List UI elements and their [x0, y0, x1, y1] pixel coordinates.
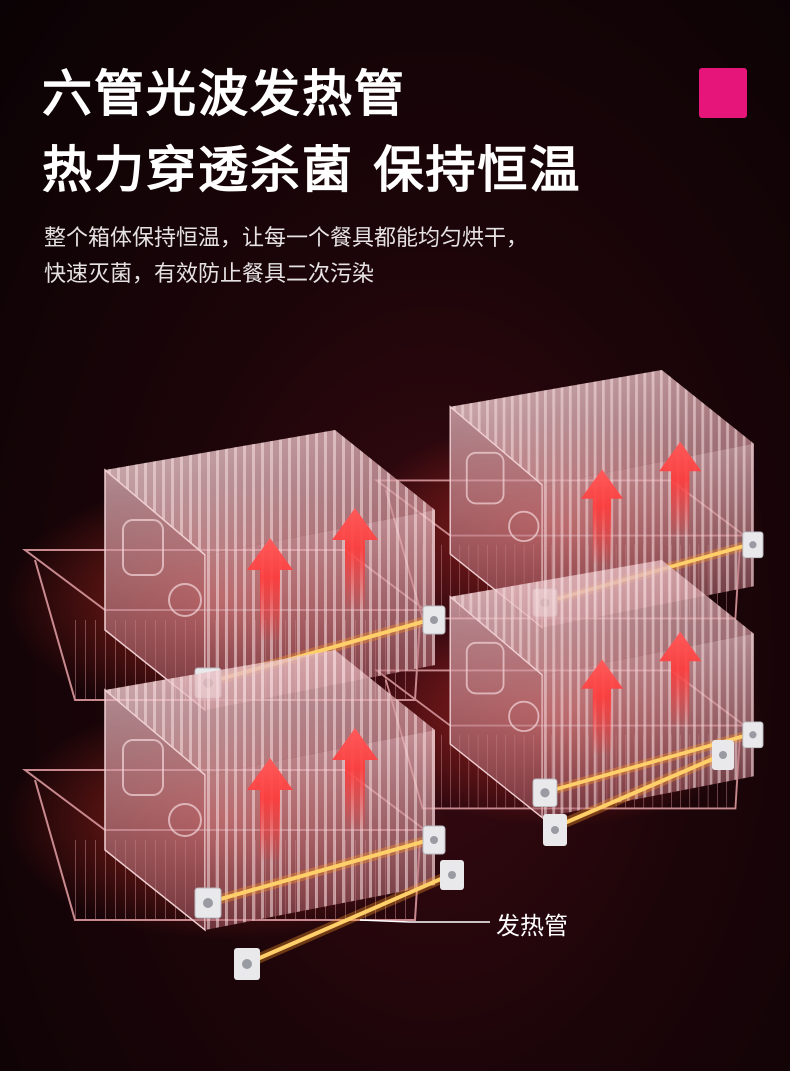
headline-line-2: 热力穿透杀菌 保持恒温: [42, 141, 582, 199]
dish-rack-illustration: [0, 330, 790, 980]
description-line-2: 快速灭菌，有效防止餐具二次污染: [44, 262, 375, 287]
heating-tube-label: 发热管: [496, 912, 568, 940]
brand-square-icon: [699, 68, 747, 118]
description-line-1: 整个箱体保持恒温，让每一个餐具都能均匀烘干，: [44, 226, 529, 251]
headline-line-1: 六管光波发热管: [42, 65, 406, 123]
shelf-bottom-left: [5, 650, 445, 940]
callout-leader-line: [359, 919, 411, 923]
heating-tube-icon: [234, 860, 464, 980]
heating-tube-icon: [543, 740, 734, 846]
